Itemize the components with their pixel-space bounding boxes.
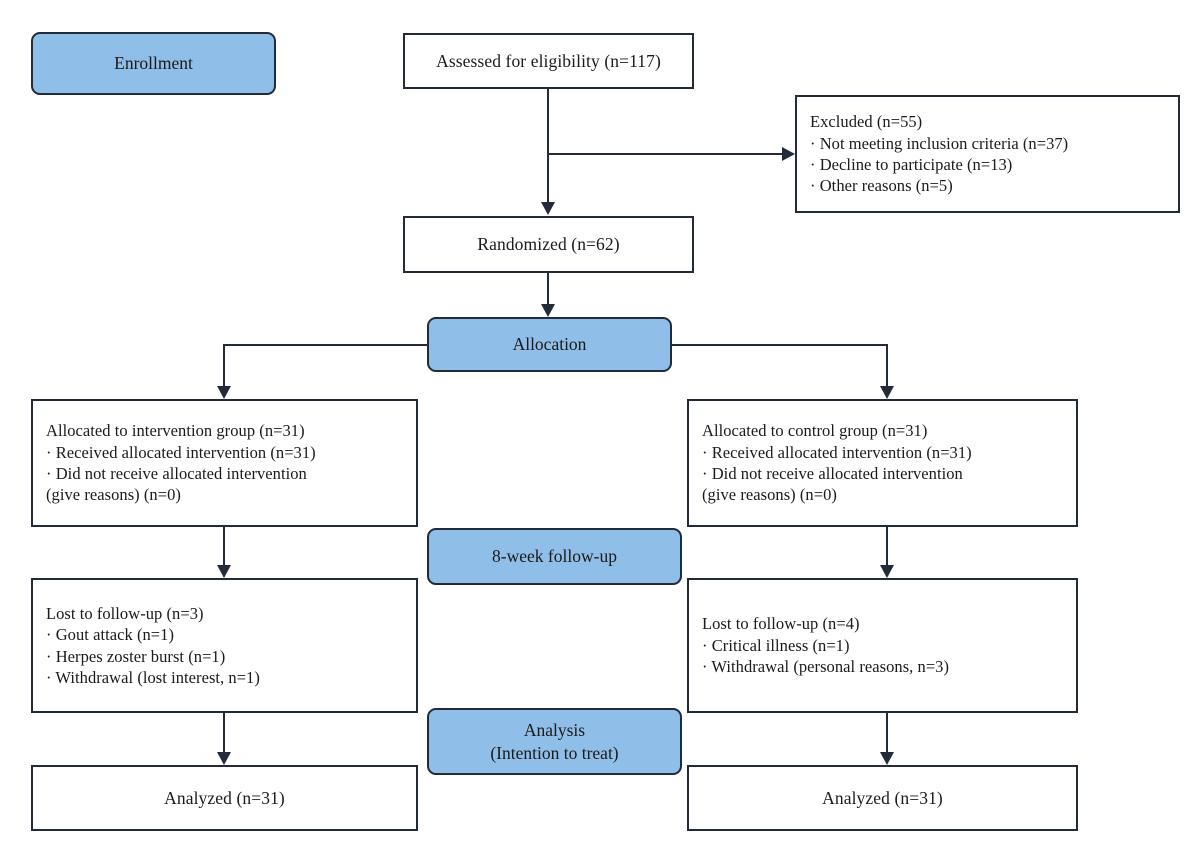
randomized-line-1: Randomized (n=62) bbox=[477, 234, 620, 255]
node-assessed-for-eligibility: Assessed for eligibility (n=117) bbox=[403, 33, 694, 89]
stage-followup-label: 8-week follow-up bbox=[492, 546, 617, 567]
lost-intervention-line-1: Lost to follow-up (n=3) bbox=[46, 603, 204, 623]
arrowhead-lost-intervention bbox=[217, 565, 231, 578]
lost-control-line-1: Lost to follow-up (n=4) bbox=[702, 614, 860, 634]
lost-control-line-3: · Withdrawal (personal reasons, n=3) bbox=[702, 657, 950, 677]
arrowhead-allocated-intervention bbox=[217, 386, 231, 399]
node-allocated-control: Allocated to control group (n=31) · Rece… bbox=[687, 399, 1078, 527]
arrowhead-excluded bbox=[782, 147, 795, 161]
stage-enrollment-label: Enrollment bbox=[114, 53, 193, 74]
lost-intervention-line-4: · Withdrawal (lost interest, n=1) bbox=[46, 667, 260, 687]
analyzed-intervention-line-1: Analyzed (n=31) bbox=[164, 787, 285, 808]
allocated-control-line-2: · Received allocated intervention (n=31) bbox=[702, 442, 972, 462]
node-excluded: Excluded (n=55) · Not meeting inclusion … bbox=[795, 95, 1180, 213]
stage-enrollment: Enrollment bbox=[31, 32, 276, 95]
lost-control-line-2: · Critical illness (n=1) bbox=[702, 635, 850, 655]
connector-to-excluded bbox=[547, 153, 782, 155]
stage-analysis: Analysis (Intention to treat) bbox=[427, 708, 682, 775]
arrowhead-analyzed-intervention bbox=[217, 752, 231, 765]
stage-allocation: Allocation bbox=[427, 317, 672, 372]
stage-analysis-label-line-2: (Intention to treat) bbox=[490, 742, 619, 763]
connector-allocation-right-horizontal bbox=[670, 344, 888, 346]
connector-allocation-left-vertical bbox=[223, 344, 225, 386]
connector-allocated-to-lost-control bbox=[886, 527, 888, 565]
stage-followup: 8-week follow-up bbox=[427, 528, 682, 585]
arrowhead-lost-control bbox=[880, 565, 894, 578]
stage-analysis-label-line-1: Analysis bbox=[523, 719, 586, 740]
excluded-line-4: · Other reasons (n=5) bbox=[810, 176, 953, 196]
node-allocated-intervention: Allocated to intervention group (n=31) ·… bbox=[31, 399, 418, 527]
connector-assessed-to-randomized bbox=[547, 89, 549, 202]
lost-intervention-line-3: · Herpes zoster burst (n=1) bbox=[46, 646, 226, 666]
arrowhead-randomized bbox=[541, 202, 555, 215]
lost-intervention-line-2: · Gout attack (n=1) bbox=[46, 625, 175, 645]
assessed-line-1: Assessed for eligibility (n=117) bbox=[436, 50, 661, 71]
connector-lost-to-analyzed-intervention bbox=[223, 713, 225, 752]
allocated-intervention-line-3: · Did not receive allocated intervention bbox=[46, 464, 307, 483]
node-analyzed-control: Analyzed (n=31) bbox=[687, 765, 1078, 831]
allocated-control-line-3: · Did not receive allocated intervention bbox=[702, 464, 963, 483]
connector-allocated-to-lost-intervention bbox=[223, 527, 225, 565]
connector-randomized-to-allocation bbox=[547, 273, 549, 304]
arrowhead-analyzed-control bbox=[880, 752, 894, 765]
excluded-line-3: · Decline to participate (n=13) bbox=[810, 155, 1013, 174]
excluded-line-1: Excluded (n=55) bbox=[810, 112, 923, 132]
connector-allocation-left-horizontal bbox=[223, 344, 429, 346]
connector-allocation-right-vertical bbox=[886, 344, 888, 386]
excluded-line-2: · Not meeting inclusion criteria (n=37) bbox=[810, 133, 1069, 153]
allocated-intervention-line-4: (give reasons) (n=0) bbox=[46, 485, 181, 505]
allocated-intervention-line-2: · Received allocated intervention (n=31) bbox=[46, 442, 316, 462]
node-analyzed-intervention: Analyzed (n=31) bbox=[31, 765, 418, 831]
analyzed-control-line-1: Analyzed (n=31) bbox=[822, 787, 943, 808]
allocated-intervention-line-1: Allocated to intervention group (n=31) bbox=[46, 421, 305, 441]
connector-lost-to-analyzed-control bbox=[886, 713, 888, 752]
node-lost-intervention: Lost to follow-up (n=3) · Gout attack (n… bbox=[31, 578, 418, 713]
stage-allocation-label: Allocation bbox=[512, 334, 587, 355]
allocated-control-line-1: Allocated to control group (n=31) bbox=[702, 421, 928, 441]
allocated-control-line-4: (give reasons) (n=0) bbox=[702, 485, 837, 505]
arrowhead-allocation bbox=[541, 304, 555, 317]
node-randomized: Randomized (n=62) bbox=[403, 216, 694, 273]
arrowhead-allocated-control bbox=[880, 386, 894, 399]
node-lost-control: Lost to follow-up (n=4) · Critical illne… bbox=[687, 578, 1078, 713]
